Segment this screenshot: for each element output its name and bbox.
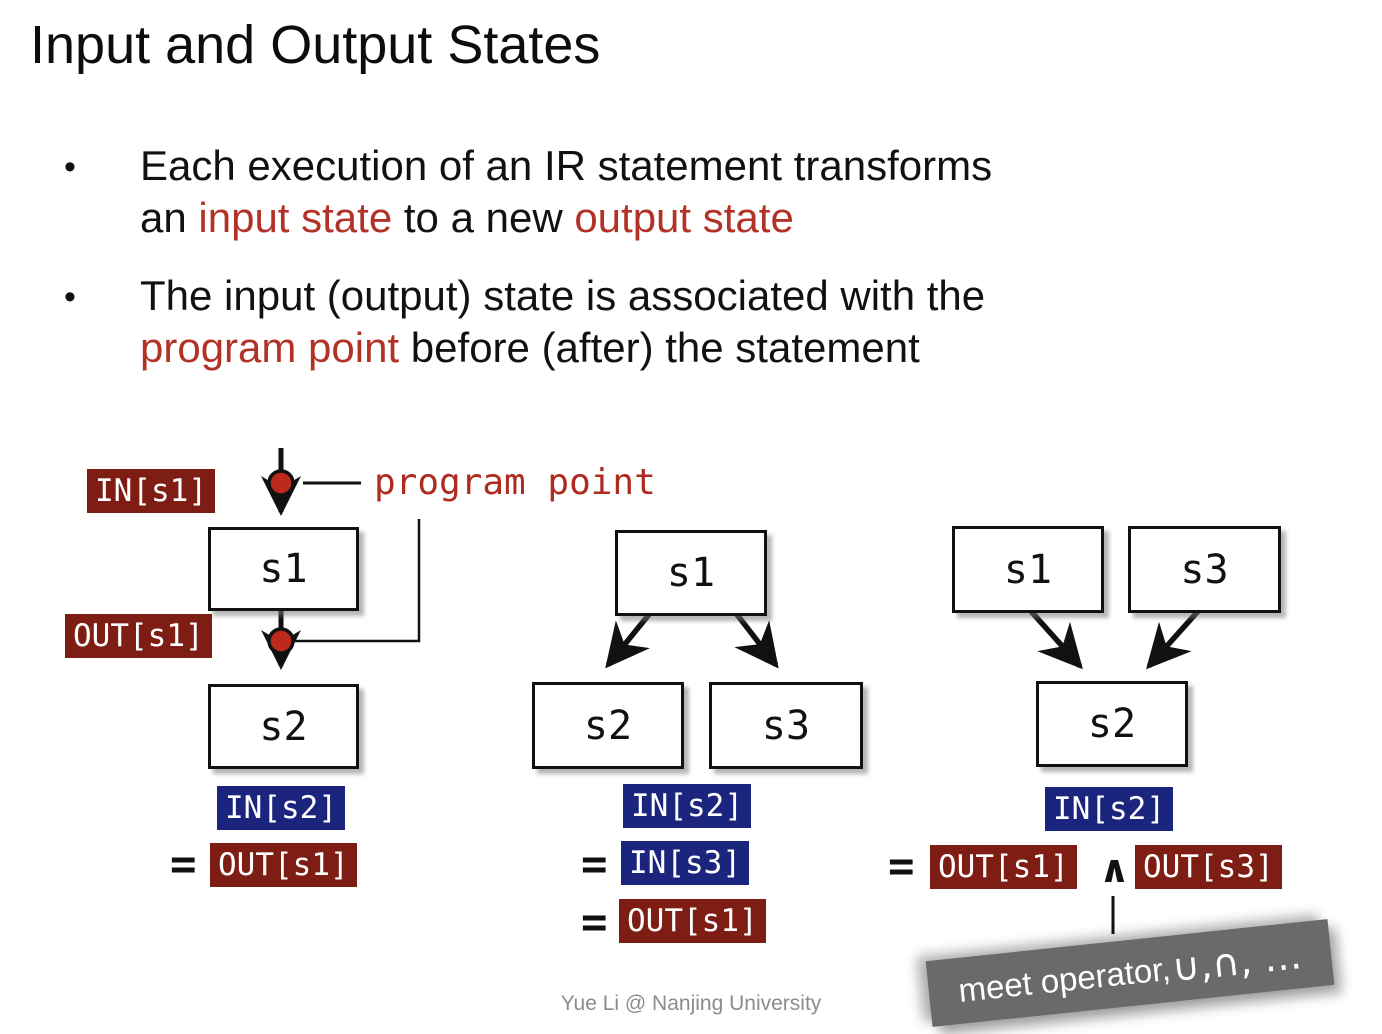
statement-box-left-s2: s2 xyxy=(208,684,359,769)
arrow-mid-s1-to-s3 xyxy=(732,610,779,669)
statement-box-right-s1: s1 xyxy=(952,526,1104,613)
eq-mid-out-s1: OUT[s1] xyxy=(619,899,766,943)
bullet-2-line1-text: The input (output) state is associated w… xyxy=(140,272,986,319)
meet-operator-symbol: ∧ xyxy=(1099,847,1130,891)
bullet-text-2: The input (output) state is associated w… xyxy=(140,270,985,374)
page-title: Input and Output States xyxy=(30,15,601,75)
eq-right-equals: = xyxy=(888,841,915,892)
bullet-list: • Each execution of an IR statement tran… xyxy=(58,140,1178,400)
chip-out-s1: OUT[s1] xyxy=(65,614,212,658)
bullet-item-1: • Each execution of an IR statement tran… xyxy=(58,140,1178,244)
eq-mid-equals-2: = xyxy=(581,897,608,948)
meet-operator-banner-symbols: ∪,∩, … xyxy=(1169,933,1304,991)
bullet-1-line-1: Each execution of an IR statement transf… xyxy=(140,140,992,192)
bullet-1-line-2: an input state to a new output state xyxy=(140,192,992,244)
eq-left-in-s2: IN[s2] xyxy=(217,786,345,830)
program-point-elbow-connector xyxy=(295,519,421,643)
bullet-1-line1-text: Each execution of an IR statement transf… xyxy=(140,142,993,189)
footer-credit: Yue Li @ Nanjing University xyxy=(560,992,822,1015)
program-point-dot-in xyxy=(267,469,295,497)
bullet-marker: • xyxy=(64,278,76,316)
bullet-text-1: Each execution of an IR statement transf… xyxy=(140,140,992,244)
statement-box-right-s2: s2 xyxy=(1036,681,1188,767)
bullet-2-line-1: The input (output) state is associated w… xyxy=(140,270,985,322)
statement-box-left-s1: s1 xyxy=(208,527,359,611)
eq-left-out-s1: OUT[s1] xyxy=(210,843,357,887)
eq-left-equals: = xyxy=(170,839,197,890)
arrow-mid-s1-to-s2 xyxy=(605,610,654,669)
meet-operator-banner-text: meet operator, xyxy=(956,949,1173,1009)
bullet-2-line-2: program point before (after) the stateme… xyxy=(140,322,985,374)
arrow-right-s3-to-s2 xyxy=(1146,607,1203,670)
statement-box-mid-s1: s1 xyxy=(615,530,767,616)
program-point-label: program point xyxy=(374,462,656,503)
eq-right-out-s1: OUT[s1] xyxy=(930,845,1077,889)
bullet-1-highlight-output-state: output state xyxy=(574,194,794,241)
bullet-2-highlight-program-point: program point xyxy=(140,324,400,371)
chip-in-s1: IN[s1] xyxy=(87,469,215,513)
bullet-1-highlight-input-state: input state xyxy=(198,194,393,241)
bullet-item-2: • The input (output) state is associated… xyxy=(58,270,1178,374)
statement-box-mid-s2: s2 xyxy=(532,682,684,769)
bullet-2-post: before (after) the statement xyxy=(399,324,920,371)
eq-mid-equals-1: = xyxy=(581,839,608,890)
arrow-right-s1-to-s2 xyxy=(1026,607,1083,670)
eq-mid-in-s2: IN[s2] xyxy=(623,784,751,828)
bullet-1-mid: to a new xyxy=(392,194,575,241)
statement-box-mid-s3: s3 xyxy=(709,682,863,769)
bullet-marker: • xyxy=(64,148,76,186)
eq-right-out-s3: OUT[s3] xyxy=(1135,845,1282,889)
eq-right-in-s2: IN[s2] xyxy=(1045,787,1173,831)
eq-mid-in-s3: IN[s3] xyxy=(621,841,749,885)
bullet-1-pre: an xyxy=(140,194,199,241)
program-point-dot-out xyxy=(267,627,295,655)
statement-box-right-s3: s3 xyxy=(1128,526,1281,613)
